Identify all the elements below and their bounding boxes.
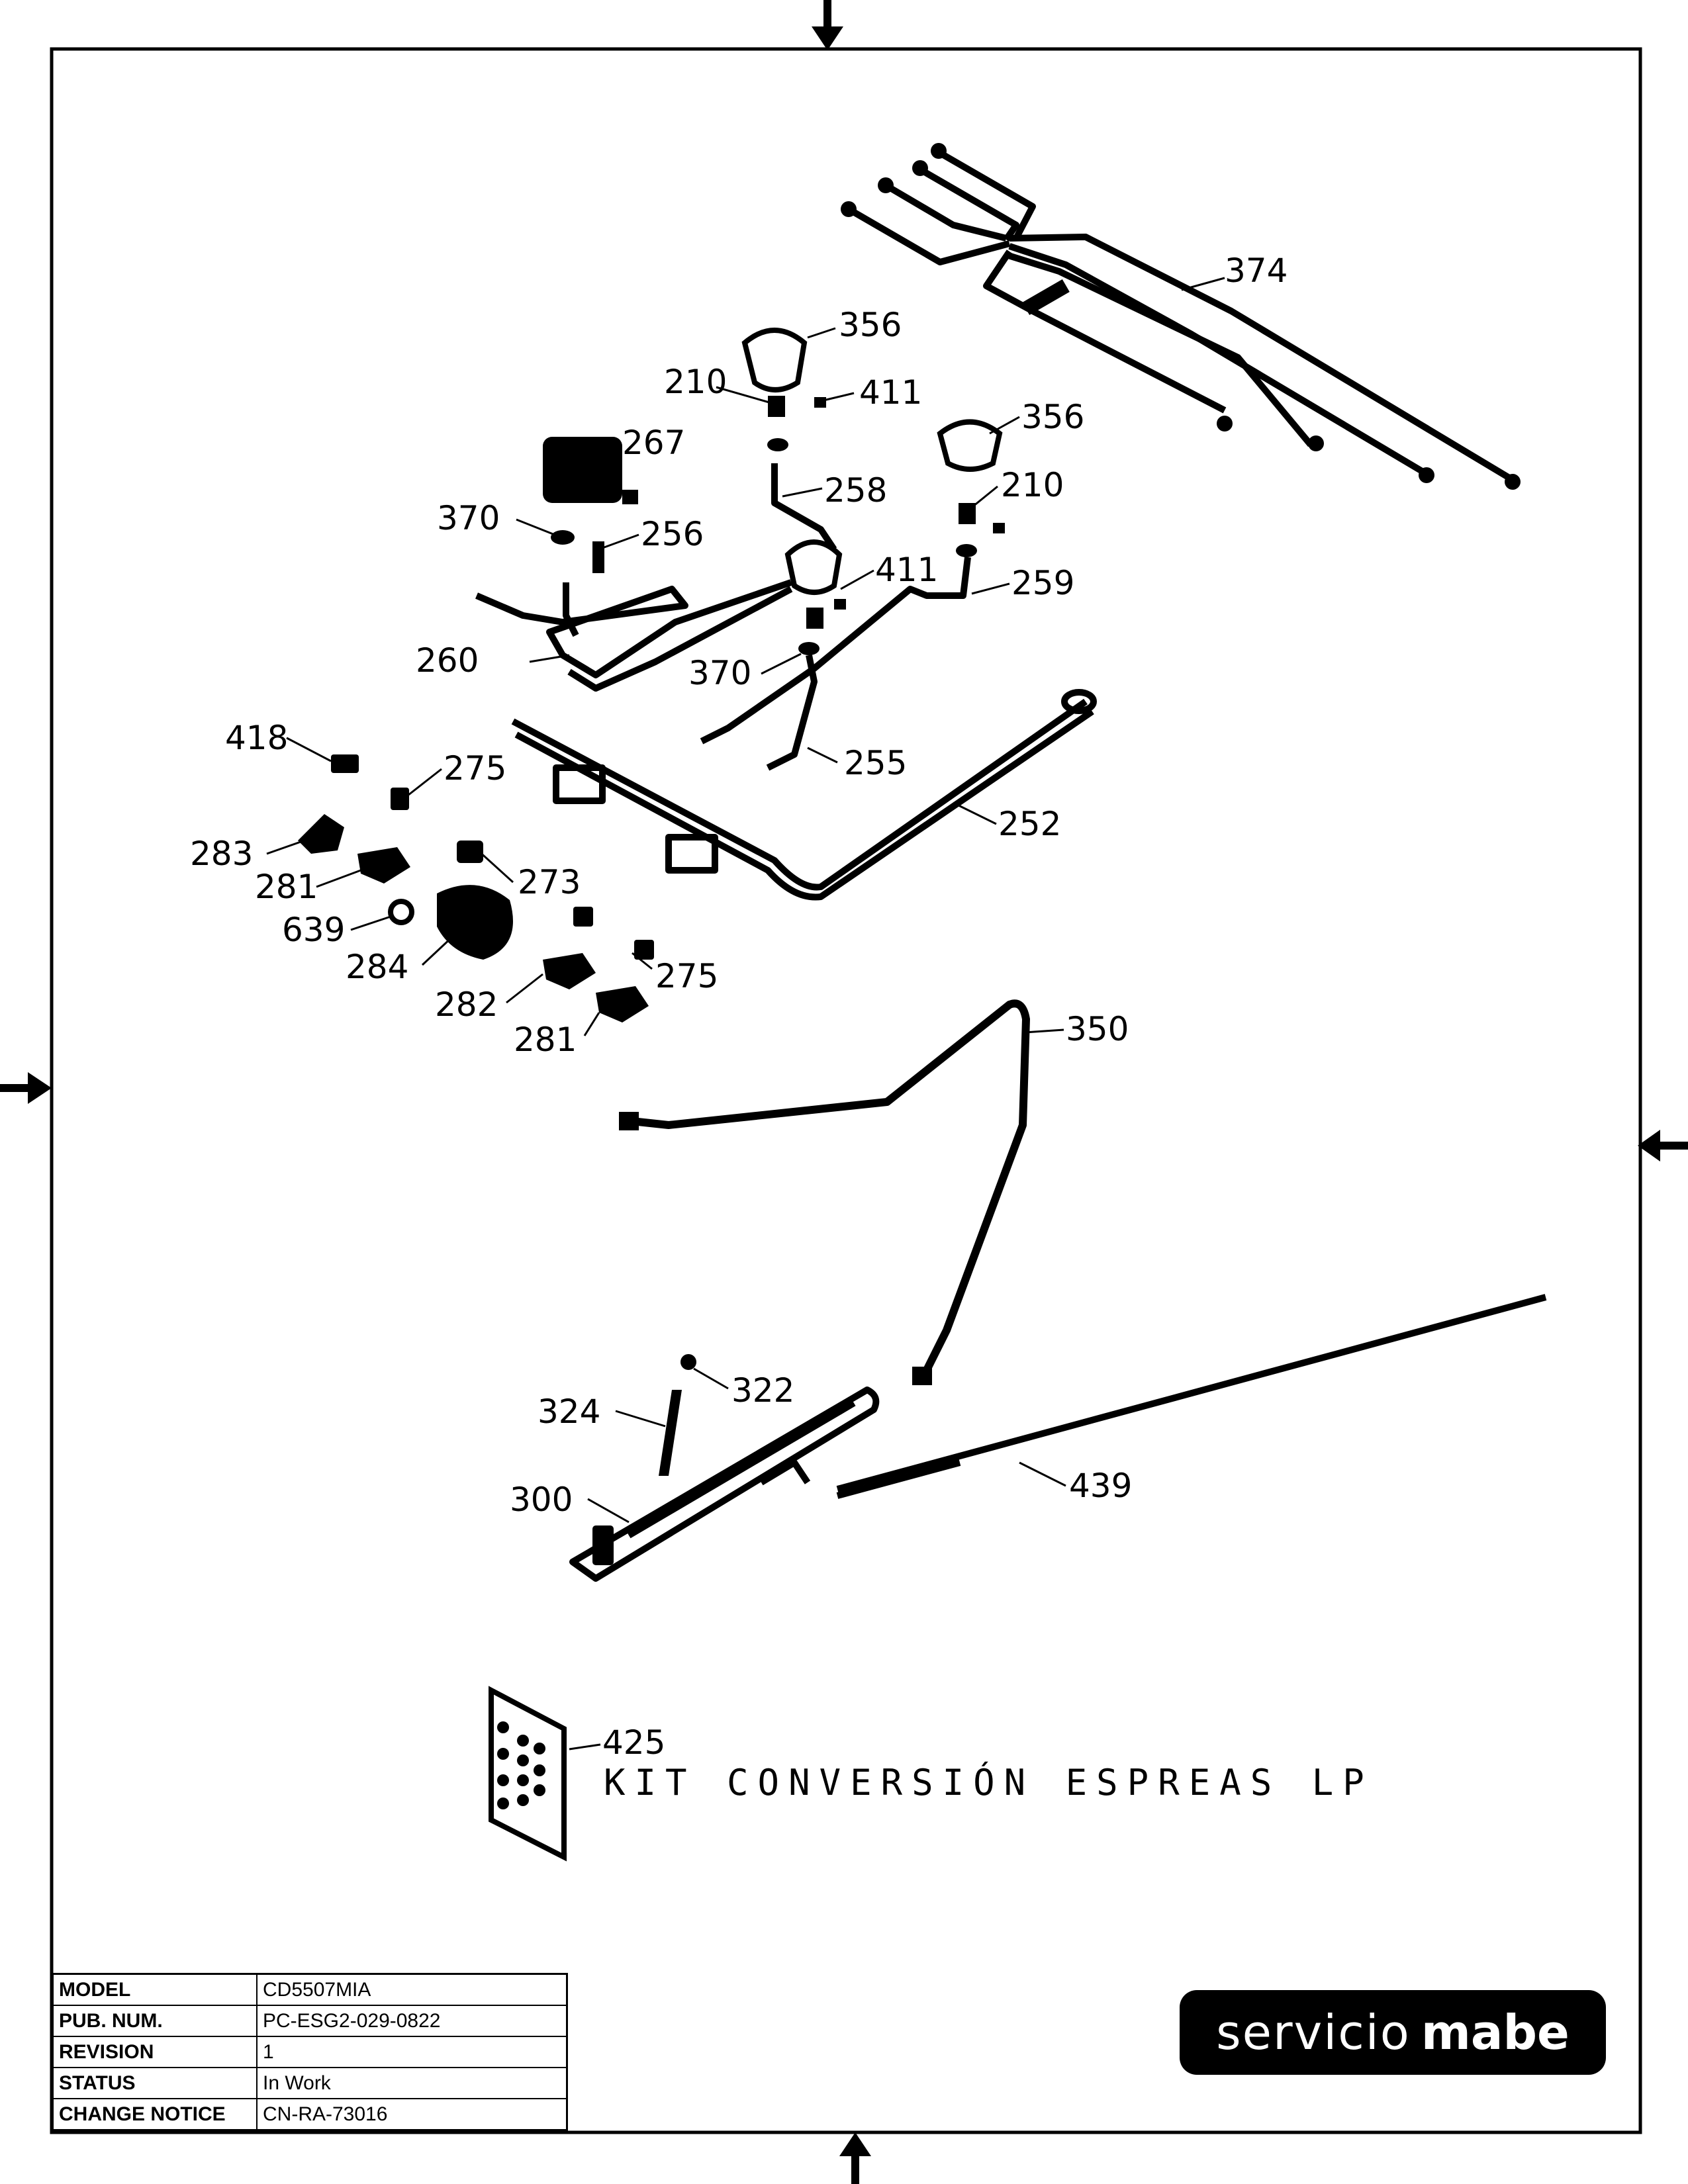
callout-281-bottom: 281 <box>514 1021 577 1059</box>
callout-356-top: 356 <box>839 306 902 344</box>
servicio-mabe-logo: servicio mabe <box>1180 1990 1606 2075</box>
callout-275-top: 275 <box>444 749 506 788</box>
callout-273: 273 <box>518 863 581 901</box>
model-value: CD5507MIA <box>256 1973 568 2006</box>
callout-639: 639 <box>282 911 345 949</box>
callout-370-mid: 370 <box>688 654 751 692</box>
callout-282: 282 <box>435 985 498 1024</box>
part-350-fittings <box>619 1112 932 1385</box>
callout-439: 439 <box>1069 1467 1132 1505</box>
callout-259: 259 <box>1011 564 1074 602</box>
callout-374: 374 <box>1225 251 1288 290</box>
part-374-manifold-tubes <box>847 149 1515 483</box>
callout-210-right: 210 <box>1001 466 1064 504</box>
change-notice-value: CN-RA-73016 <box>256 2098 568 2131</box>
part-252-bracket <box>511 689 1097 901</box>
callout-356-right: 356 <box>1021 398 1084 436</box>
revision-value: 1 <box>256 2036 568 2068</box>
logo-text-servicio: servicio <box>1216 2005 1411 2060</box>
callout-411-top: 411 <box>859 373 922 412</box>
callout-411-mid: 411 <box>875 551 938 589</box>
part-tubes-258-259-260-255 <box>475 463 971 771</box>
part-322-324 <box>659 1354 696 1476</box>
title-row-model: MODEL CD5507MIA <box>52 1973 568 2006</box>
leader-lines <box>266 277 1225 1751</box>
callout-275-right: 275 <box>655 957 718 995</box>
part-valve-cluster <box>298 754 654 1023</box>
title-row-revision: REVISION 1 <box>52 2036 568 2068</box>
callout-425: 425 <box>602 1723 665 1762</box>
pub-num-value: PC-ESG2-029-0822 <box>256 2005 568 2037</box>
part-300-burner <box>569 1387 880 1582</box>
change-notice-label: CHANGE NOTICE <box>52 2098 258 2131</box>
pub-num-label: PUB. NUM. <box>52 2005 258 2037</box>
title-row-pub: PUB. NUM. PC-ESG2-029-0822 <box>52 2005 568 2037</box>
title-row-change: CHANGE NOTICE CN-RA-73016 <box>52 2098 568 2131</box>
callout-350: 350 <box>1066 1010 1129 1048</box>
callout-324: 324 <box>538 1392 600 1431</box>
kit-conversion-label: KIT CONVERSIÓN ESPREAS LP <box>604 1762 1374 1803</box>
title-row-status: STATUS In Work <box>52 2067 568 2099</box>
part-425-kit-card <box>489 1686 567 1862</box>
callout-267: 267 <box>622 424 685 462</box>
callout-256: 256 <box>641 515 704 553</box>
title-block: MODEL CD5507MIA PUB. NUM. PC-ESG2-029-08… <box>52 1973 568 2131</box>
revision-label: REVISION <box>52 2036 258 2068</box>
callout-370-left: 370 <box>437 499 500 537</box>
status-label: STATUS <box>52 2067 258 2099</box>
logo-text-mabe: mabe <box>1421 2005 1570 2060</box>
callout-322: 322 <box>731 1371 794 1410</box>
callout-255: 255 <box>844 744 907 782</box>
drawing-frame <box>50 47 1642 2134</box>
callout-labels: 374 356 210 411 356 267 210 258 370 256 … <box>190 251 1374 1803</box>
part-350-tube <box>625 999 1030 1379</box>
callout-300: 300 <box>510 1480 573 1519</box>
callout-284: 284 <box>346 948 408 986</box>
callout-281-top: 281 <box>255 868 318 906</box>
callout-260: 260 <box>416 641 479 680</box>
callout-210-top: 210 <box>664 363 727 401</box>
callout-252: 252 <box>998 805 1061 843</box>
model-label: MODEL <box>52 1973 258 2006</box>
part-639-washer <box>388 899 414 925</box>
callout-283: 283 <box>190 835 253 873</box>
callout-418: 418 <box>225 719 288 757</box>
part-374-ends <box>841 143 1521 490</box>
part-valves-small <box>543 396 1005 655</box>
callout-258: 258 <box>824 471 887 510</box>
status-value: In Work <box>256 2067 568 2099</box>
part-439-thermocouple <box>836 1294 1547 1499</box>
part-356-burner-caps <box>741 328 1003 595</box>
